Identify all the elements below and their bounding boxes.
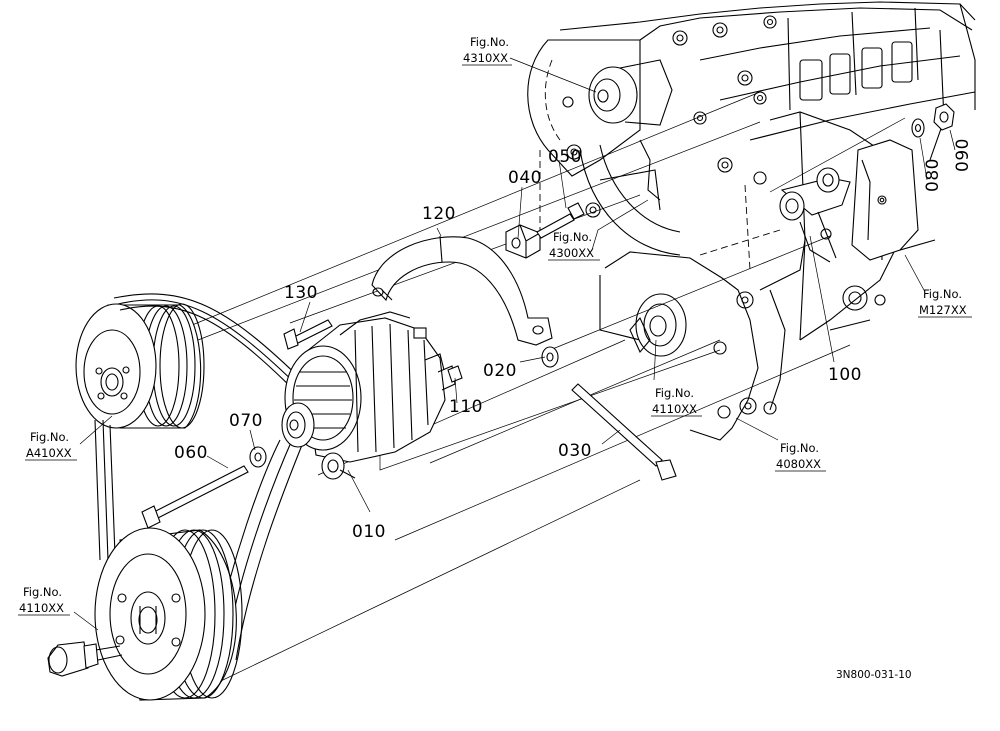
callout-110: 110 (449, 397, 483, 417)
figure-references: Fig.No. 4310XX Fig.No. 4300XX Fig.No. M1… (18, 35, 972, 616)
svg-text:4110XX: 4110XX (652, 402, 697, 416)
fig-ref-4080: Fig.No. 4080XX (775, 441, 826, 472)
callout-070: 070 (229, 411, 263, 431)
callout-020: 020 (483, 361, 517, 381)
svg-text:Fig.No.: Fig.No. (23, 585, 62, 599)
fig-ref-4300: Fig.No. 4300XX (548, 230, 600, 261)
callout-080: 080 (923, 158, 943, 192)
callout-030: 030 (558, 441, 592, 461)
callout-040: 040 (508, 168, 542, 188)
fasteners (141, 103, 955, 529)
callout-060: 060 (174, 443, 208, 463)
svg-text:Fig.No.: Fig.No. (470, 35, 509, 49)
fig-ref-4110-center: Fig.No. 4110XX (651, 386, 702, 417)
fig-ref-4110-left: Fig.No. 4110XX (18, 585, 70, 616)
crankshaft-pulley (47, 527, 243, 701)
svg-text:4110XX: 4110XX (19, 601, 64, 615)
callout-090: 090 (953, 138, 973, 172)
callout-130: 130 (284, 283, 318, 303)
fan-pulley (75, 303, 205, 429)
svg-text:M127XX: M127XX (919, 303, 967, 317)
svg-text:Fig.No.: Fig.No. (655, 386, 694, 400)
svg-text:Fig.No.: Fig.No. (780, 441, 819, 455)
svg-text:A410XX: A410XX (26, 446, 72, 460)
fig-ref-4310: Fig.No. 4310XX (462, 35, 512, 66)
diagram-code: 3N800-031-10 (836, 669, 912, 681)
dashed-reference-lines (539, 150, 781, 271)
alternator (281, 311, 456, 480)
adjusting-stay (371, 235, 553, 346)
part-callouts: 010 020 030 040 050 060 070 080 090 100 … (174, 138, 973, 542)
engine-block (527, 1, 976, 441)
fig-ref-a410: Fig.No. A410XX (25, 430, 77, 461)
svg-text:4300XX: 4300XX (549, 246, 594, 260)
svg-text:Fig.No.: Fig.No. (923, 287, 962, 301)
callout-120: 120 (422, 204, 456, 224)
bracket-block (505, 224, 541, 259)
fig-ref-m127: Fig.No. M127XX (918, 287, 972, 318)
svg-text:4080XX: 4080XX (776, 457, 821, 471)
callout-050: 050 (548, 147, 582, 167)
svg-text:Fig.No.: Fig.No. (553, 230, 592, 244)
svg-text:Fig.No.: Fig.No. (30, 430, 69, 444)
svg-text:4310XX: 4310XX (463, 51, 508, 65)
callout-100: 100 (828, 365, 862, 385)
callout-010: 010 (352, 522, 386, 542)
leader-lines (73, 57, 956, 631)
